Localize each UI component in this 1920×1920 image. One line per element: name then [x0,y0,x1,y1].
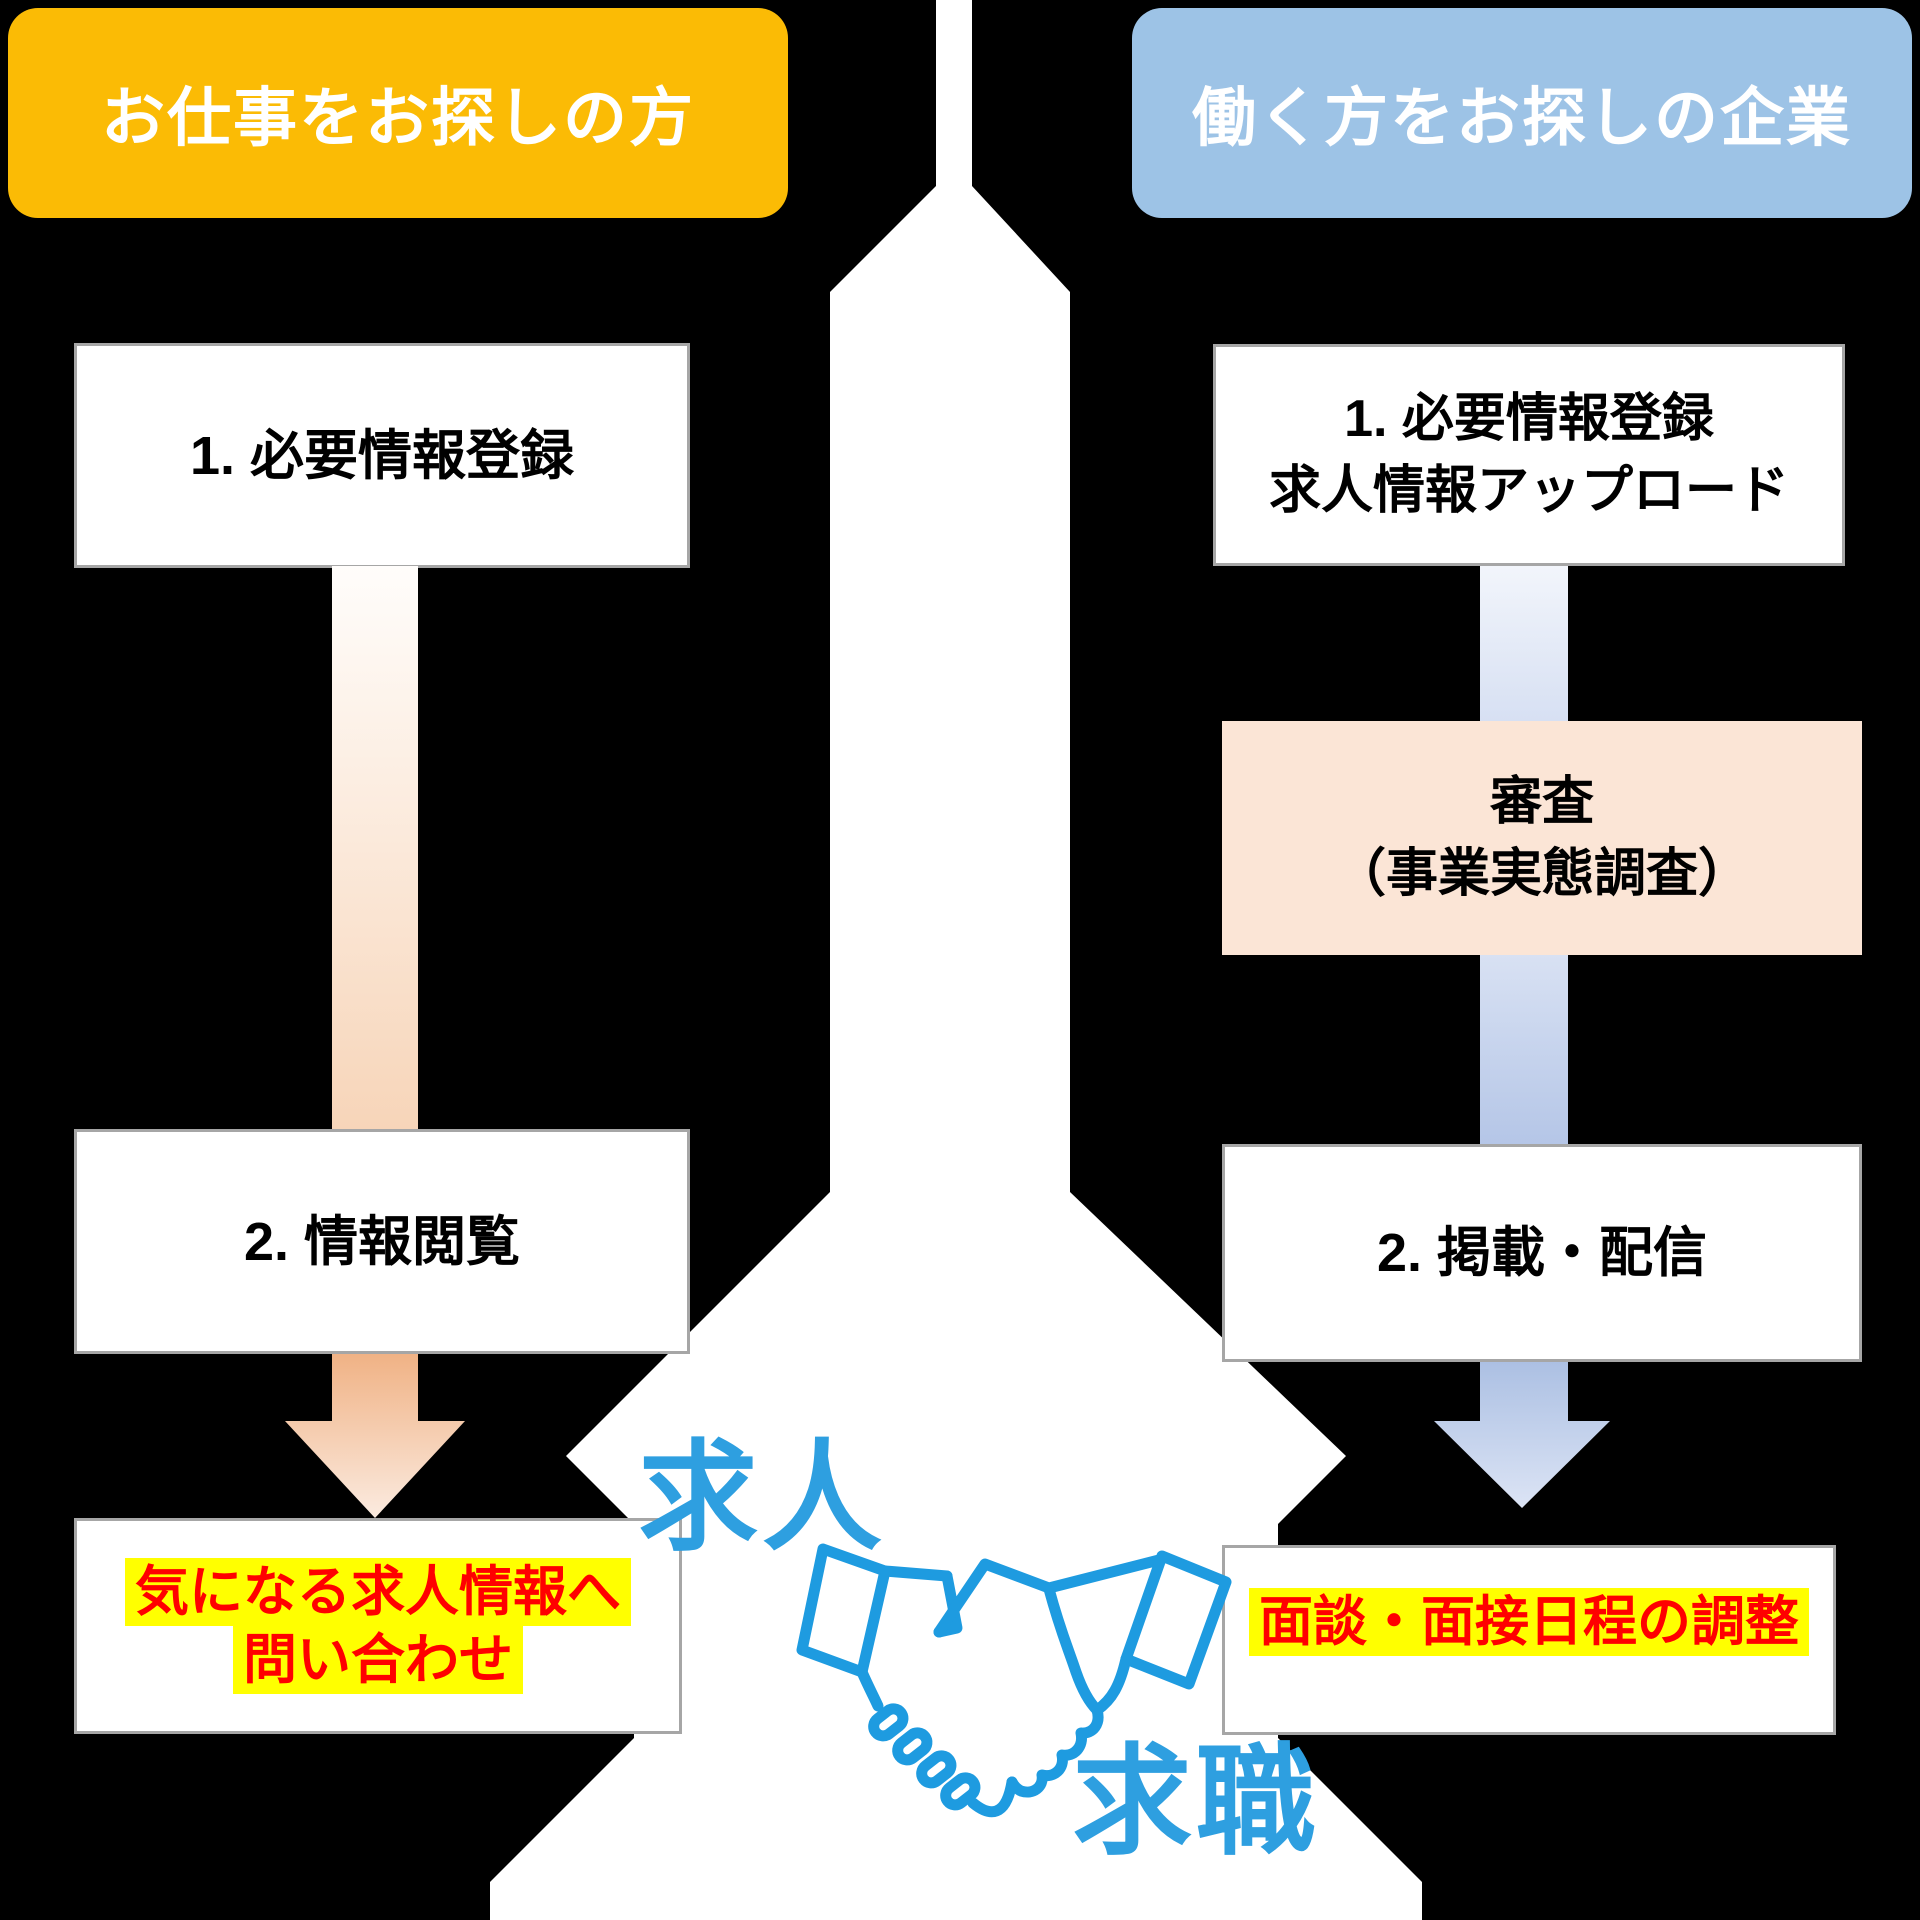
right-cuff [1120,1550,1232,1690]
header-employer: 働く方をお探しの企業 [1132,8,1912,218]
employer-review-box: 審査 （事業実態調査） [1222,721,1862,955]
seeker-step1-label: 1. 必要情報登録 [189,425,575,486]
header-job-seeker-label: お仕事をお探しの方 [101,82,695,154]
handshake-icon [796,1543,1232,1818]
seeker-connector-band [332,566,418,1129]
employer-connector-band-1 [1480,566,1568,721]
header-employer-label: 働く方をお探しの企業 [1192,82,1852,154]
header-job-seeker: お仕事をお探しの方 [8,8,788,218]
employer-review-line2: （事業実態調査） [1333,845,1750,903]
employer-step2-label: 2. 掲載・配信 [1376,1223,1708,1283]
left-cuff [796,1543,891,1678]
employer-review-line1: 審査 [1489,773,1594,831]
employer-result-label: 面談・面接日程の調整 [1249,1588,1809,1656]
employer-result-box: 面談・面接日程の調整 [1222,1545,1836,1735]
seeker-step2-label: 2. 情報閲覧 [243,1211,521,1272]
employer-step2-box: 2. 掲載・配信 [1222,1144,1862,1362]
label-kyushoku: 求職 [1072,1735,1320,1869]
seeker-result-box: 気になる求人情報へ 問い合わせ [74,1518,682,1734]
employer-step1-line1: 1. 必要情報登録 [1344,390,1714,448]
seeker-step1-box: 1. 必要情報登録 [74,343,690,568]
employer-down-arrow [1434,1362,1610,1508]
label-kyujin: 求人 [638,1431,886,1565]
seeker-result-line1: 気になる求人情報へ [125,1558,631,1626]
employer-step1-line2: 求人情報アップロード [1268,462,1789,520]
employer-step1-box: 1. 必要情報登録 求人情報アップロード [1213,344,1845,566]
seeker-result-line2: 問い合わせ [233,1626,523,1694]
seeker-step2-box: 2. 情報閲覧 [74,1129,690,1354]
employer-connector-band-2 [1480,955,1568,1144]
seeker-down-arrow [285,1354,465,1518]
